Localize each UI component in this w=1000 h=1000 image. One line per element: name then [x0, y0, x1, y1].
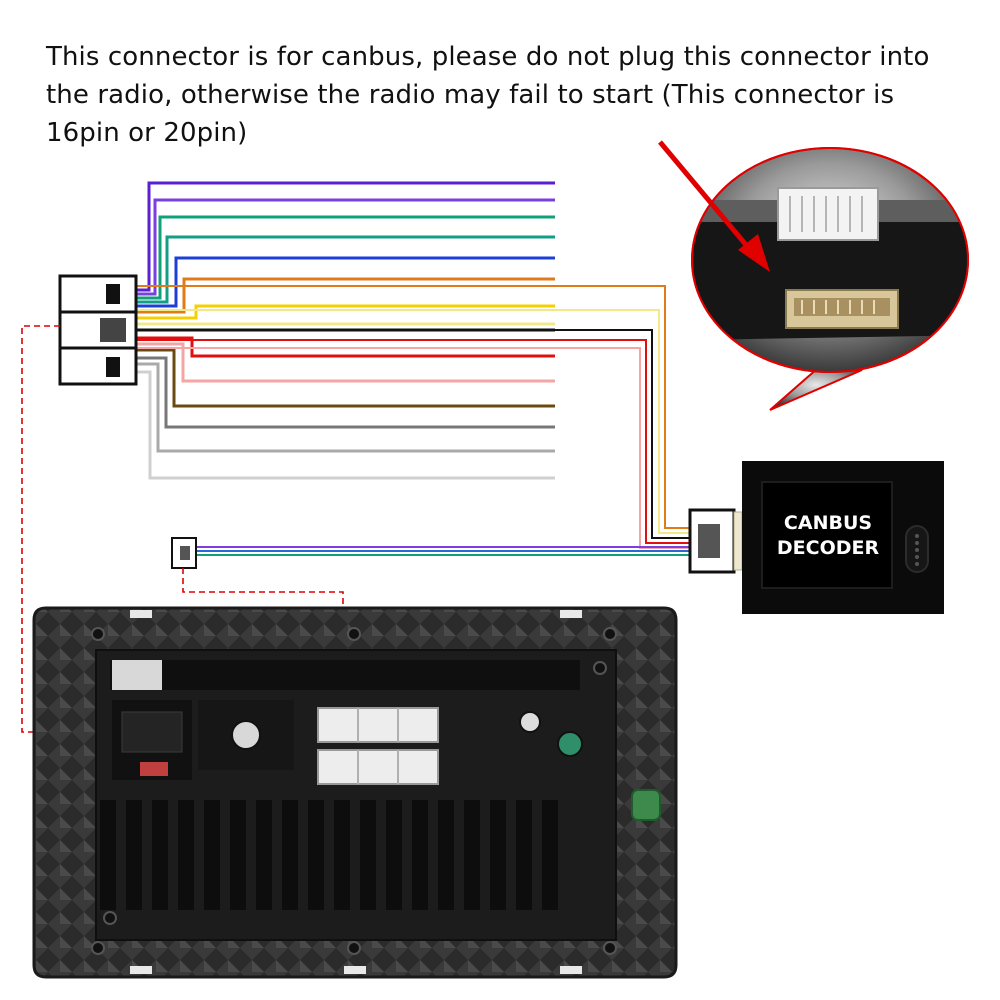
small-plug-to-radio-dashed-line: [182, 568, 344, 758]
canbus-wires: [136, 285, 692, 549]
decoder-label-line1: CANBUS: [784, 512, 872, 534]
harness-to-radio-dashed-line: [21, 325, 112, 733]
canbus-decoder-box-icon: [742, 461, 944, 614]
red-arrow-icon: [658, 140, 770, 272]
small-plug-wires: [196, 546, 692, 556]
radio-harness-wires: [136, 181, 555, 480]
small-plug-icon: [171, 537, 197, 569]
canbus-connector-callout-icon: [691, 147, 969, 411]
canbus-warning-text: This connector is for canbus, please do …: [46, 42, 930, 148]
car-radio-unit-icon: [32, 606, 678, 979]
decoder-connector-icon: [688, 508, 743, 574]
harness-plug-icon: [58, 274, 138, 386]
decoder-label-line2: DECODER: [777, 537, 880, 559]
